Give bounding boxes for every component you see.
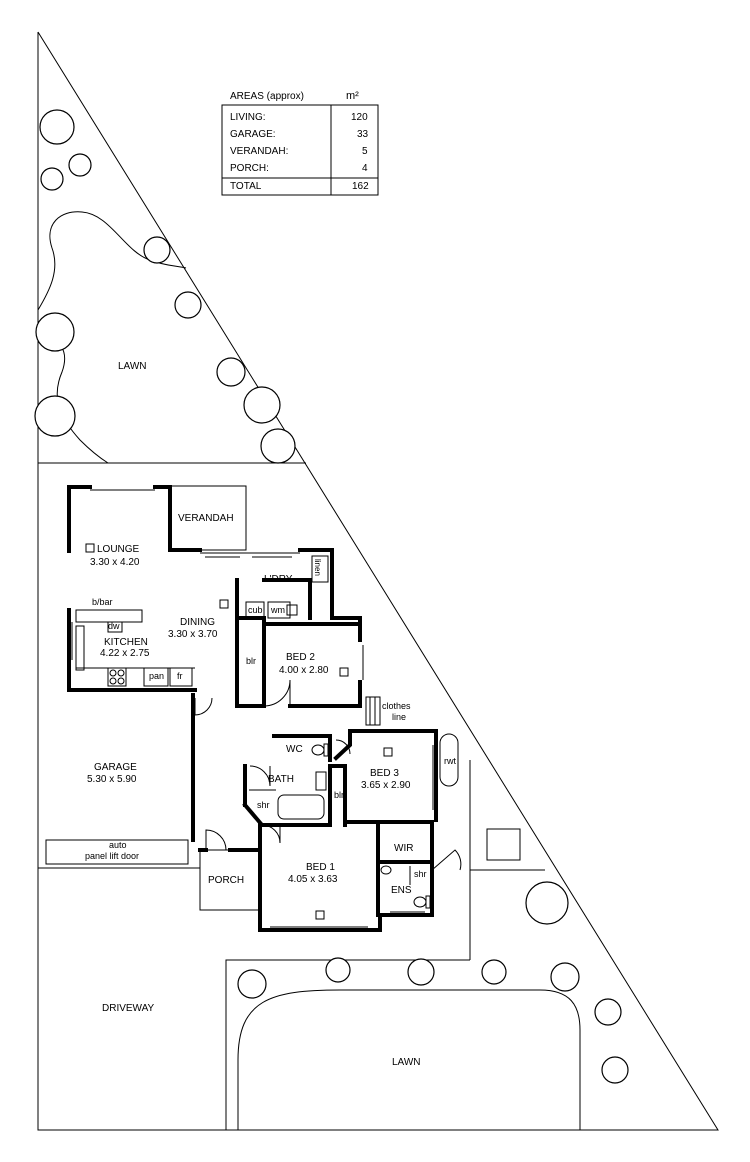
kitchen-label: KITCHEN: [104, 637, 148, 648]
bed2-blr-label: blr: [246, 656, 257, 666]
bed2-label: BED 2: [286, 652, 315, 663]
lawn-top-label: LAWN: [118, 361, 147, 372]
clothes-line-label-1: clothes: [382, 701, 411, 711]
wc-label: WC: [286, 744, 303, 755]
shed: [486, 828, 521, 861]
cub-label: cub: [248, 605, 263, 615]
areas-table: [221, 104, 379, 196]
areas-row-label: PORCH:: [230, 163, 269, 174]
garage-size: 5.30 x 5.90: [87, 774, 137, 785]
trees: [34, 109, 629, 1084]
garage-door-label-2: panel lift door: [85, 851, 140, 861]
pan-label: pan: [149, 671, 165, 681]
areas-row-label: VERANDAH:: [230, 146, 289, 157]
bath-label: BATH: [268, 774, 294, 785]
lawn-bottom-label: LAWN: [392, 1057, 421, 1068]
porch-label: PORCH: [208, 875, 245, 886]
linen-label: linen: [313, 559, 322, 576]
garage-door-label-1: auto: [109, 840, 127, 850]
garage-label: GARAGE: [94, 762, 137, 773]
bed3-size: 3.65 x 2.90: [361, 780, 411, 791]
areas-row-value: 5: [362, 146, 368, 157]
fr-label: fr: [177, 671, 183, 681]
areas-total-value: 162: [352, 181, 369, 192]
areas-row-value: 33: [357, 129, 369, 140]
bed3-blr-label: blr: [334, 790, 345, 800]
dining-label: DINING: [180, 617, 215, 628]
dw-label: dw: [108, 621, 120, 631]
kitchen-size: 4.22 x 2.75: [100, 648, 150, 659]
areas-row-label: LIVING:: [230, 112, 266, 123]
wir-label: WIR: [394, 843, 414, 854]
lounge-label: LOUNGE: [97, 544, 140, 555]
areas-total-label: TOTAL: [230, 181, 262, 192]
ens-label: ENS: [391, 885, 412, 896]
ens-shr-label: shr: [414, 869, 427, 879]
lounge-size: 3.30 x 4.20: [90, 557, 140, 568]
dining-size: 3.30 x 3.70: [168, 629, 218, 640]
lawn-bottom-edge: [237, 989, 581, 1130]
driveway-label: DRIVEWAY: [102, 1003, 155, 1014]
areas-row-value: 4: [362, 163, 368, 174]
ldry-label: L'DRY: [264, 574, 293, 585]
rwt-label: rwt: [444, 756, 456, 766]
bed3-label: BED 3: [370, 768, 399, 779]
fixtures: [45, 489, 462, 928]
bed1-label: BED 1: [306, 862, 335, 873]
areas-row-label: GARAGE:: [230, 129, 276, 140]
clothes-line-label-2: line: [392, 712, 407, 722]
site-boundary: [37, 31, 719, 1131]
wm-label: wm: [271, 605, 285, 615]
bbar-label: b/bar: [92, 597, 113, 607]
areas-table-unit: m²: [346, 90, 359, 102]
bed2-size: 4.00 x 2.80: [279, 665, 329, 676]
areas-row-value: 120: [351, 112, 368, 123]
bed1-size: 4.05 x 3.63: [288, 874, 338, 885]
verandah-label: VERANDAH: [178, 513, 234, 524]
areas-table-header: AREAS (approx): [230, 91, 304, 102]
bath-shr-label: shr: [257, 800, 270, 810]
